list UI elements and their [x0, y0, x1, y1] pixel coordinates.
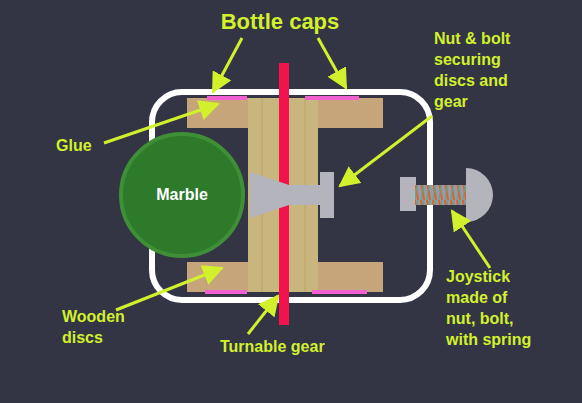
- part-label: Nut & bolt securing discs and gear: [434, 28, 526, 112]
- marble-circle: Marble: [119, 132, 245, 258]
- part-label: Turnable gear: [220, 336, 360, 357]
- part-name: Marble: [156, 186, 208, 204]
- part-label: Joystick made of nut, bolt, with spring: [446, 266, 538, 350]
- part-label: Bottle caps: [205, 8, 355, 36]
- part-label: Glue: [56, 135, 116, 156]
- part-label: Wooden discs: [62, 306, 142, 348]
